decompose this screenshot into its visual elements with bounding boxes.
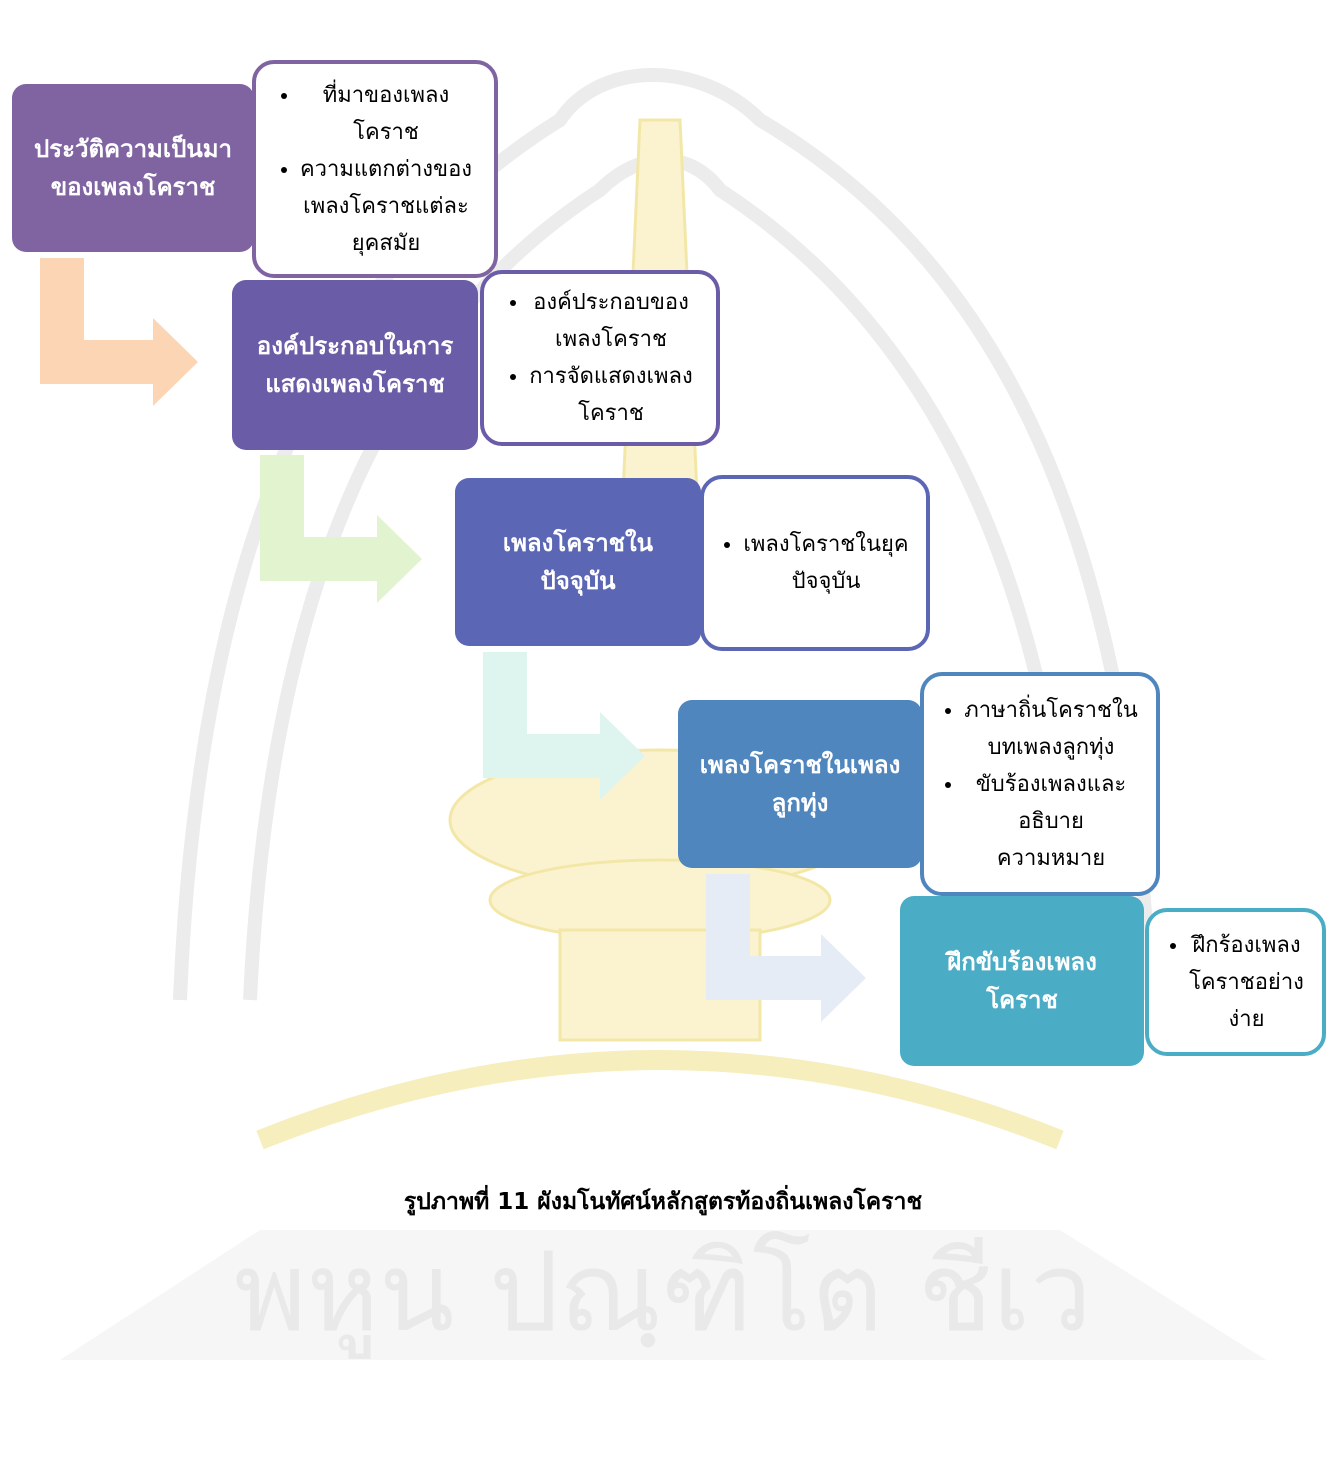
detail-list: ที่มาของเพลง โคราช ความแตกต่างของ เพลงโค…: [278, 77, 472, 262]
detail-item: ที่มาของเพลง โคราช: [300, 77, 472, 151]
flow-arrow: [483, 652, 645, 800]
step-detail-box: เพลงโคราชในยุค ปัจจุบัน: [700, 475, 930, 651]
step-detail-box: ฝึกร้องเพลง โคราชอย่าง ง่าย: [1145, 908, 1326, 1056]
step-title-box: เพลงโคราชในเพลง ลูกทุ่ง: [678, 700, 922, 868]
step-detail-box: ที่มาของเพลง โคราช ความแตกต่างของ เพลงโค…: [252, 60, 498, 278]
detail-item: ฝึกร้องเพลง โคราชอย่าง ง่าย: [1189, 927, 1304, 1038]
detail-item: ขับร้องเพลงและ อธิบาย ความหมาย: [964, 766, 1138, 877]
detail-list: องค์ประกอบของ เพลงโคราช การจัดแสดงเพลง โ…: [507, 284, 693, 432]
step-title-box: ประวัติความเป็นมา ของเพลงโคราช: [12, 84, 254, 252]
flow-arrow: [706, 874, 866, 1022]
detail-item: องค์ประกอบของ เพลงโคราช: [529, 284, 693, 358]
flow-arrow: [40, 258, 198, 406]
detail-item: ความแตกต่างของ เพลงโคราชแต่ละ ยุคสมัย: [300, 151, 472, 262]
detail-text: ภาษาถิ่นโคราชใน บทเพลงลูกทุ่ง: [964, 697, 1138, 760]
detail-list: ภาษาถิ่นโคราชใน บทเพลงลูกทุ่ง ขับร้องเพล…: [942, 692, 1138, 877]
detail-item: เพลงโคราชในยุค ปัจจุบัน: [743, 526, 908, 600]
figure-caption: รูปภาพที่ 11 ผังมโนทัศน์หลักสูตรท้องถิ่น…: [403, 1189, 923, 1215]
detail-text: ฝึกร้องเพลง โคราชอย่าง ง่าย: [1189, 932, 1304, 1032]
flow-arrow: [260, 455, 422, 603]
detail-text: ขับร้องเพลงและ อธิบาย ความหมาย: [975, 771, 1127, 871]
detail-text: องค์ประกอบของ เพลงโคราช: [533, 290, 689, 352]
step-title: เพลงโคราชใน ปัจจุบัน: [502, 529, 654, 595]
detail-item: การจัดแสดงเพลง โคราช: [529, 358, 693, 432]
step-detail-box: ภาษาถิ่นโคราชใน บทเพลงลูกทุ่ง ขับร้องเพล…: [920, 672, 1160, 896]
detail-text: เพลงโคราชในยุค ปัจจุบัน: [743, 532, 909, 594]
step-title: ประวัติความเป็นมา ของเพลงโคราช: [33, 135, 233, 201]
detail-text: ความแตกต่างของ เพลงโคราชแต่ละ ยุคสมัย: [299, 156, 473, 256]
detail-list: เพลงโคราชในยุค ปัจจุบัน: [721, 526, 908, 600]
step-title: ฝึกขับร้องเพลง โคราช: [947, 948, 1097, 1014]
detail-list: ฝึกร้องเพลง โคราชอย่าง ง่าย: [1167, 927, 1304, 1038]
step-title-box: องค์ประกอบในการ แสดงเพลงโคราช: [232, 280, 478, 450]
detail-text: การจัดแสดงเพลง โคราช: [529, 364, 693, 426]
step-title: เพลงโคราชในเพลง ลูกทุ่ง: [699, 751, 901, 817]
detail-item: ภาษาถิ่นโคราชใน บทเพลงลูกทุ่ง: [964, 692, 1138, 766]
step-title-box: ฝึกขับร้องเพลง โคราช: [900, 896, 1144, 1066]
watermark-motto: พหูน ปณฺฑิโต ชีเว: [234, 1228, 1092, 1359]
step-detail-box: องค์ประกอบของ เพลงโคราช การจัดแสดงเพลง โ…: [480, 270, 720, 446]
step-title: องค์ประกอบในการ แสดงเพลงโคราช: [256, 332, 454, 398]
detail-text: ที่มาของเพลง โคราช: [322, 82, 450, 145]
step-title-box: เพลงโคราชใน ปัจจุบัน: [455, 478, 701, 646]
